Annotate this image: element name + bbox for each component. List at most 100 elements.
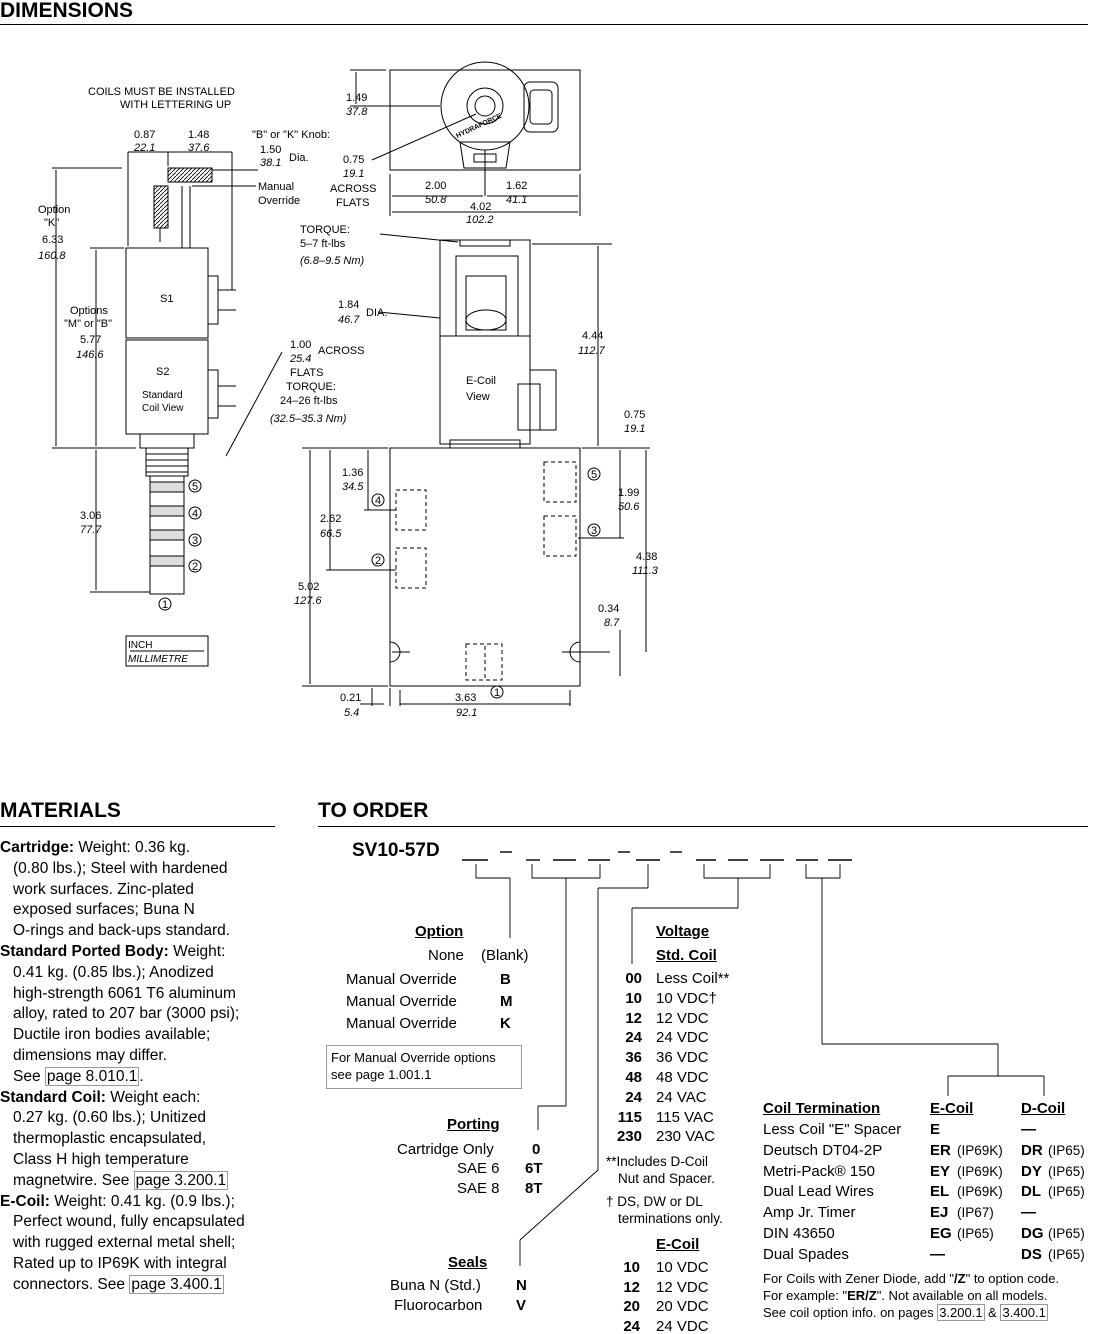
body-label: Standard Ported Body: bbox=[0, 942, 169, 960]
termination-dcoil-code: — bbox=[1021, 1121, 1036, 1138]
body-para: Standard Ported Body: Weight: bbox=[0, 942, 275, 963]
termination-dcoil-code: DG bbox=[1021, 1225, 1044, 1242]
termination-dcoil-rating: (IP65) bbox=[1048, 1163, 1085, 1179]
termination-note-line1: For Coils with Zener Diode, add "/Z" to … bbox=[763, 1271, 1059, 1287]
ecoil-last: connectors. See bbox=[13, 1275, 130, 1293]
dim-438-mm: 111.3 bbox=[632, 565, 659, 577]
std-coil-label: 115 VAC bbox=[656, 1108, 714, 1126]
termination-dcoil-code: DY bbox=[1021, 1162, 1042, 1180]
coil-page-link-3400[interactable]: 3.400.1 bbox=[1000, 1304, 1048, 1321]
dia-label-2: DIA. bbox=[366, 307, 387, 319]
note2b: ER/Z bbox=[847, 1288, 877, 1303]
dim-148-mm: 37.6 bbox=[188, 142, 210, 154]
ecoil-label: E-Coil: bbox=[0, 1192, 50, 1210]
s2-label: S2 bbox=[156, 366, 169, 378]
termination-label: Deutsch DT04-2P bbox=[763, 1141, 883, 1159]
termination-label: Dual Spades bbox=[763, 1245, 849, 1263]
std-coil-label: 24 VAC bbox=[656, 1088, 707, 1106]
torque-1-line3: (6.8–9.5 Nm) bbox=[300, 255, 365, 267]
seals-heading: Seals bbox=[448, 1254, 488, 1271]
termination-ecoil-rating: (IP65) bbox=[957, 1226, 994, 1241]
option-row3-code: K bbox=[500, 1015, 511, 1032]
porting-row0-code: 0 bbox=[532, 1141, 541, 1158]
across-flats-2-line2: FLATS bbox=[290, 367, 323, 379]
std-coil-code: 00 bbox=[625, 970, 642, 987]
body-port-1-label: 1 bbox=[494, 687, 500, 699]
standard-coil-view-line2: Coil View bbox=[142, 403, 184, 414]
porting-heading: Porting bbox=[447, 1116, 500, 1133]
termination-ecoil-rating: (IP67) bbox=[957, 1205, 994, 1221]
porting-row1-code: 6T bbox=[525, 1160, 543, 1177]
option-row1-label: Manual Override bbox=[346, 971, 457, 988]
voltage-heading: Voltage bbox=[656, 923, 710, 940]
dimension-values: 0.87 22.1 1.48 37.6 1.50 38.1 6.33 160.8… bbox=[38, 92, 659, 719]
manual-override-line2: Override bbox=[258, 195, 300, 207]
coil-s1-shape bbox=[125, 247, 209, 339]
std-coil-code: 10 bbox=[625, 989, 642, 1007]
option-row3-label: Manual Override bbox=[346, 1015, 457, 1032]
std-coil-label: 36 VDC bbox=[656, 1049, 709, 1067]
termination-ecoil-code: — bbox=[930, 1245, 945, 1263]
dim-162-in: 1.62 bbox=[506, 180, 527, 192]
std-coil-code: 48 bbox=[625, 1069, 642, 1086]
termination-label: Dual Lead Wires bbox=[763, 1183, 874, 1201]
termination-label: Amp Jr. Timer bbox=[763, 1204, 856, 1222]
dim-262-in: 2.62 bbox=[320, 513, 341, 525]
options-mb-line2: "M" or "B" bbox=[64, 318, 112, 330]
dim-438-in: 4.38 bbox=[636, 551, 657, 563]
std-coil-label: 24 VDC bbox=[656, 1029, 709, 1047]
termination-ecoil-code: EY bbox=[930, 1162, 951, 1180]
std-coil-heading: Std. Coil bbox=[656, 947, 717, 964]
termination-dcoil-rating: (IP65) bbox=[1048, 1184, 1085, 1200]
termination-dcoil-rating: (IP65) bbox=[1048, 1226, 1085, 1241]
standard-coil-view-line1: Standard bbox=[142, 390, 183, 401]
ecoil-para: E-Coil: Weight: 0.41 kg. (0.9 lbs.); bbox=[0, 1192, 275, 1213]
dim-402-in: 4.02 bbox=[470, 201, 491, 213]
voltage-footnote2-line2: terminations only. bbox=[618, 1211, 723, 1226]
termination-ecoil-heading: E-Coil bbox=[930, 1100, 974, 1117]
coil-page-link[interactable]: page 3.200.1 bbox=[133, 1170, 229, 1190]
coil-last: magnetwire. See bbox=[13, 1171, 134, 1189]
termination-label: Metri-Pack® 150 bbox=[763, 1162, 875, 1180]
body-port-5-label: 5 bbox=[591, 469, 597, 481]
dim-306-in: 3.06 bbox=[80, 510, 101, 522]
order-title: TO ORDER bbox=[318, 799, 429, 822]
body-port-3-label: 3 bbox=[591, 525, 597, 537]
dim-402-mm: 102.2 bbox=[466, 214, 494, 226]
termination-ecoil-code: EG bbox=[930, 1225, 952, 1242]
coil-label: Standard Coil: bbox=[0, 1088, 106, 1106]
ecoil-voltage-code: 24 bbox=[623, 1317, 640, 1334]
note2c: ". Not available on all models. bbox=[876, 1288, 1048, 1303]
coil-note-line2: WITH LETTERING UP bbox=[120, 99, 231, 111]
port-4-label: 4 bbox=[192, 508, 198, 520]
dim-021-mm: 5.4 bbox=[344, 707, 359, 719]
body-line0: Weight: bbox=[168, 942, 226, 960]
body-line5: dimensions may differ. bbox=[13, 1046, 167, 1064]
across-flats-line2: FLATS bbox=[336, 197, 369, 209]
coil-page-link-3200[interactable]: 3.200.1 bbox=[937, 1304, 985, 1321]
ecoil-page-link[interactable]: page 3.400.1 bbox=[129, 1274, 224, 1294]
dim-075a-mm: 19.1 bbox=[343, 168, 364, 180]
std-coil-code: 24 bbox=[625, 1088, 642, 1106]
body-port-2-label: 2 bbox=[375, 555, 381, 567]
dim-075a-in: 0.75 bbox=[343, 154, 364, 166]
body-line4: Ductile iron bodies available; bbox=[13, 1026, 211, 1044]
option-k-line1: Option bbox=[38, 204, 70, 216]
dim-162-mm: 41.1 bbox=[506, 194, 527, 206]
std-coil-label: 12 VDC bbox=[656, 1009, 709, 1027]
termination-dcoil-rating: (IP65) bbox=[1048, 1142, 1085, 1158]
materials-text: Cartridge: Weight: 0.36 kg. (0.80 lbs.);… bbox=[0, 838, 275, 1296]
ecoil-view-line1: E-Coil bbox=[466, 375, 496, 387]
dim-200-in: 2.00 bbox=[425, 180, 446, 192]
std-coil-label: 48 VDC bbox=[656, 1069, 709, 1086]
dim-184-in: 1.84 bbox=[338, 299, 359, 311]
ecoil-line1: Perfect wound, fully encapsulated bbox=[13, 1213, 245, 1231]
body-end: . bbox=[139, 1067, 144, 1085]
body-see-line: See page 8.010.1. bbox=[0, 1066, 275, 1088]
termination-dcoil-code: DR bbox=[1021, 1141, 1043, 1159]
body-page-link[interactable]: page 8.010.1 bbox=[44, 1066, 140, 1086]
dimensions-title: DIMENSIONS bbox=[0, 0, 134, 22]
body-line3: alloy, rated to 207 bar (3000 psi); bbox=[13, 1005, 240, 1023]
options-mb-line1: Options bbox=[70, 305, 108, 317]
dim-075b-in: 0.75 bbox=[624, 409, 645, 421]
